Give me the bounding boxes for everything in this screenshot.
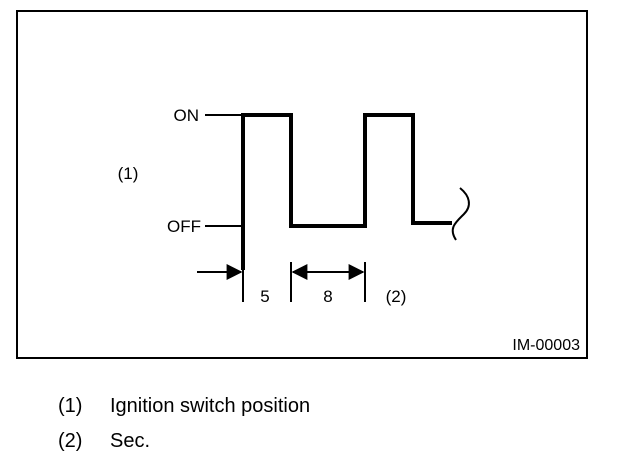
legend-number: (2) xyxy=(58,430,83,452)
break-mark xyxy=(451,187,470,241)
on-label: ON xyxy=(174,106,200,125)
legend-item: (1) Ignition switch position xyxy=(58,394,310,418)
legend-text: Sec. xyxy=(110,430,151,452)
legend-text: Ignition switch position xyxy=(110,395,311,417)
timing-diagram: ON OFF (1) 5 8 (2) IM-00003 xyxy=(16,10,588,359)
interval-1-label: 5 xyxy=(260,287,269,306)
off-label: OFF xyxy=(167,217,201,236)
legend-item: (2) Sec. xyxy=(58,429,150,453)
interval-2-label: 8 xyxy=(323,287,332,306)
figure-id-label: IM-00003 xyxy=(512,337,580,354)
signal-ref-label: (1) xyxy=(118,164,139,183)
ignition-signal-waveform xyxy=(241,113,452,270)
legend-number: (1) xyxy=(58,395,83,417)
time-ref-label: (2) xyxy=(386,287,407,306)
diagram-frame xyxy=(16,10,588,359)
